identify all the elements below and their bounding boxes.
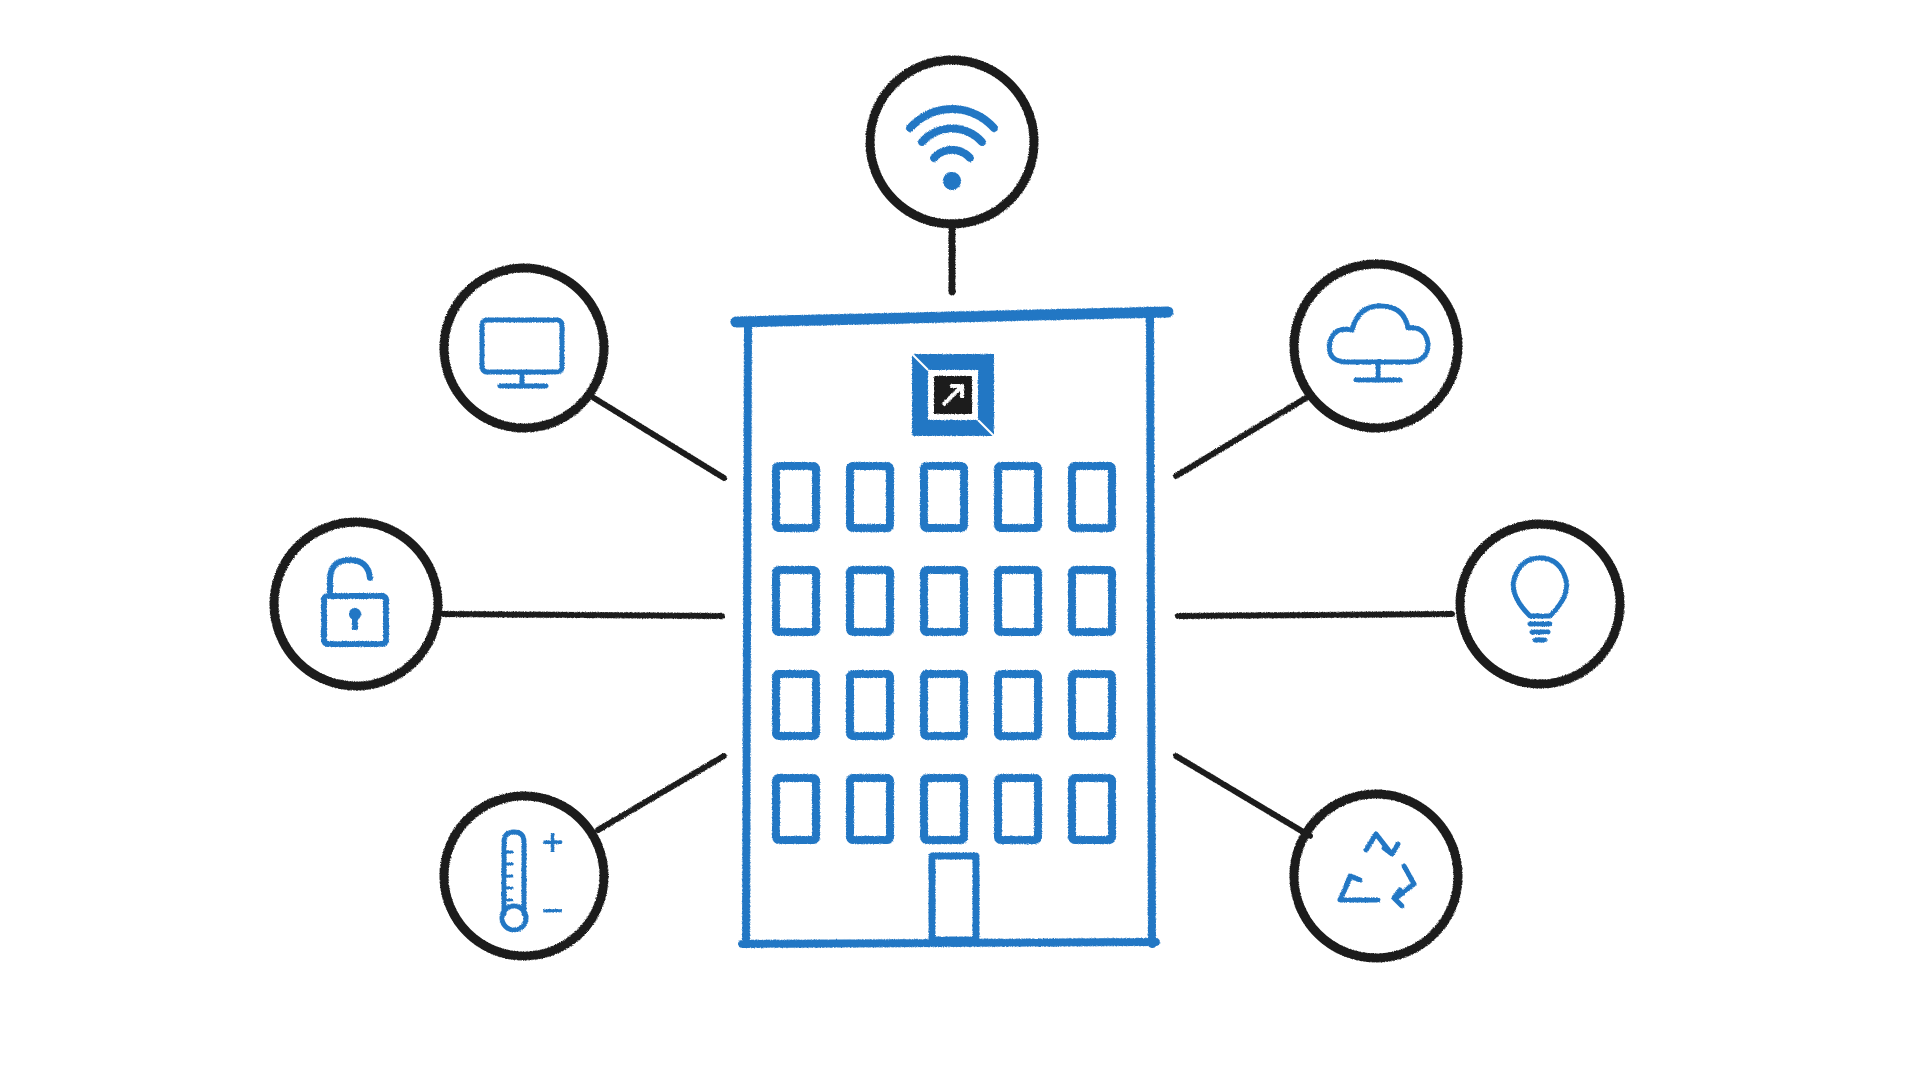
building-roof (730, 306, 1174, 328)
building-window (772, 462, 820, 532)
wifi-icon (906, 105, 998, 190)
node-circles: + − (269, 55, 1625, 963)
building-window (920, 670, 968, 740)
building-window (772, 670, 820, 740)
building-windows (772, 462, 1116, 844)
connector-thermometer (595, 753, 727, 833)
building-window (1068, 566, 1116, 636)
building-window (772, 566, 820, 636)
connector-cloud (1173, 395, 1309, 479)
building-window (994, 566, 1042, 636)
building (730, 306, 1174, 948)
building-window (1068, 774, 1116, 844)
building-right-wall (1146, 314, 1156, 948)
unlocked-padlock-icon (321, 557, 389, 647)
building-window (846, 462, 894, 532)
recycle-icon (1337, 831, 1417, 909)
connector-recycle (1173, 753, 1313, 839)
building-left-wall (742, 322, 752, 948)
connector-lightbulb (1175, 611, 1455, 619)
node-thermometer: + − (439, 791, 609, 961)
building-window (920, 462, 968, 532)
square-logo-icon (911, 353, 995, 437)
connector-lock (439, 611, 725, 619)
connector-monitor (591, 395, 727, 481)
monitor-icon (479, 317, 565, 389)
thermometer-icon: + − (499, 825, 565, 933)
thermometer-plus-label: + (540, 825, 565, 860)
thermometer-minus-label: − (540, 893, 565, 928)
building-window (846, 670, 894, 740)
building-window (920, 566, 968, 636)
cloud-network-icon (1326, 303, 1431, 383)
building-window (1068, 462, 1116, 532)
building-window (994, 670, 1042, 740)
building-window (994, 462, 1042, 532)
node-cloud (1289, 259, 1463, 433)
building-window (920, 774, 968, 844)
node-monitor (439, 263, 609, 433)
node-wifi (865, 55, 1039, 229)
building-window (1068, 670, 1116, 740)
building-window (846, 566, 894, 636)
node-recycle (1289, 789, 1463, 963)
lightbulb-icon (1510, 555, 1570, 643)
node-lock (269, 517, 443, 691)
building-window (772, 774, 820, 844)
building-door (928, 852, 980, 944)
building-window (994, 774, 1042, 844)
node-lightbulb (1455, 519, 1625, 689)
building-window (846, 774, 894, 844)
connectors (439, 222, 1455, 839)
